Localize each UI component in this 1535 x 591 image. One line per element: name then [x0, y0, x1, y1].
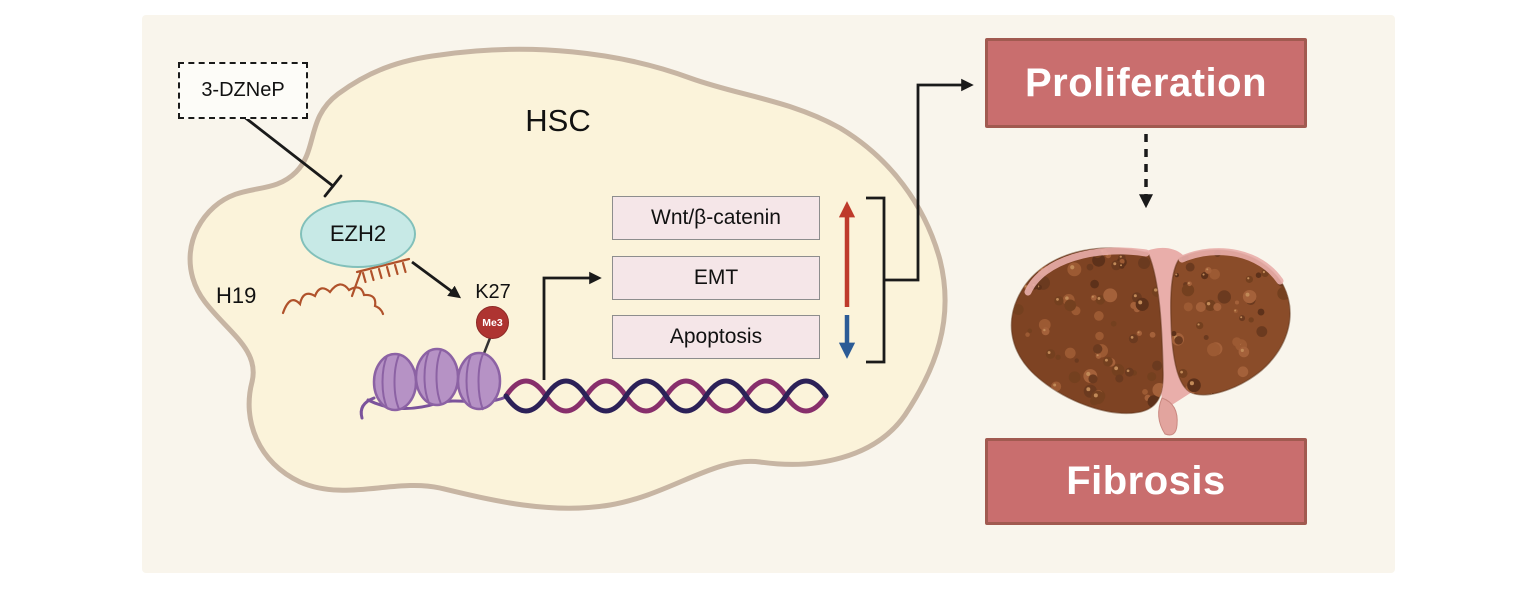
liver-top-highlight-right: [1178, 248, 1284, 285]
pathway-box-apoptosis: Apoptosis: [612, 315, 820, 359]
hybridization-comb-line: [355, 257, 411, 274]
pathway-label: EMT: [693, 266, 739, 289]
inhibitor-box: 3-DZNeP: [178, 62, 308, 119]
nucleosome-1: [372, 352, 418, 412]
pathway-box-emt: EMT: [612, 256, 820, 300]
outcome-connector-arrow: [884, 78, 974, 282]
dna-free-end: [359, 396, 376, 420]
nucleosome-2: [414, 347, 460, 407]
hybridization-comb-ticks: [361, 261, 407, 284]
proliferation-box: Proliferation: [985, 38, 1307, 128]
rna-structure: [281, 257, 411, 316]
liver-illustration: [1010, 247, 1291, 436]
histone-site-label: K27: [475, 281, 511, 303]
fibrosis-box: Fibrosis: [985, 438, 1307, 525]
liver-top-highlight-left: [1024, 247, 1150, 296]
pathway-elbow-arrow: [542, 271, 602, 380]
fibrosis-label: Fibrosis: [1066, 459, 1226, 503]
dna-helix: [503, 378, 829, 414]
nucleosome-array: [359, 347, 508, 420]
methylation-arrow: [411, 260, 462, 299]
nucleosome-3: [456, 351, 502, 411]
pathway-label: Apoptosis: [669, 325, 763, 348]
enzyme-label: EZH2: [329, 221, 387, 246]
inhibition-tbar: [323, 174, 343, 198]
inhibition-line: [241, 114, 343, 198]
methyl-mark-badge: Me3: [476, 306, 509, 339]
methyl-mark-label: Me3: [482, 316, 503, 329]
inhibitor-label: 3-DZNeP: [201, 79, 285, 101]
proliferation-label: Proliferation: [1024, 60, 1268, 105]
pathway-label: Wnt/β-catenin: [651, 206, 781, 229]
enzyme-ellipse: EZH2: [300, 200, 416, 268]
liver-gallbladder: [1158, 397, 1178, 436]
pathway-box-wnt-beta-catenin: Wnt/β-catenin: [612, 196, 820, 240]
dna-helix-strand-dark: [503, 378, 829, 414]
cell-label: HSC: [525, 103, 591, 138]
rna-label: H19: [216, 283, 257, 308]
